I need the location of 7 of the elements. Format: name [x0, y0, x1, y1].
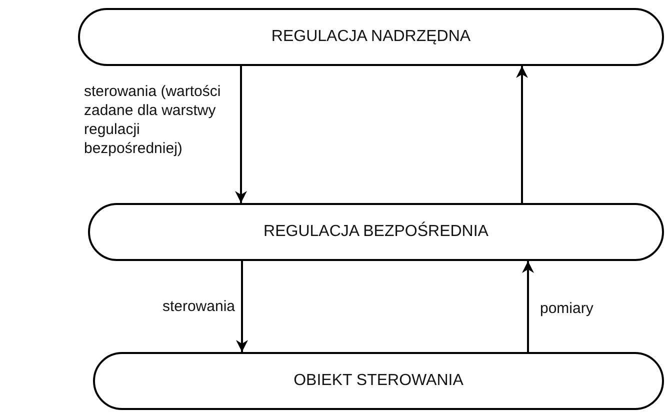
arrow [516, 66, 528, 203]
box-title: OBIEKT STEROWANIA [294, 372, 464, 390]
arrow [235, 66, 247, 203]
arrow [236, 261, 248, 352]
arrow [522, 261, 534, 352]
box-title: REGULACJA BEZPOŚREDNIA [264, 223, 488, 241]
box-title: REGULACJA NADRZĘDNA [271, 28, 471, 46]
